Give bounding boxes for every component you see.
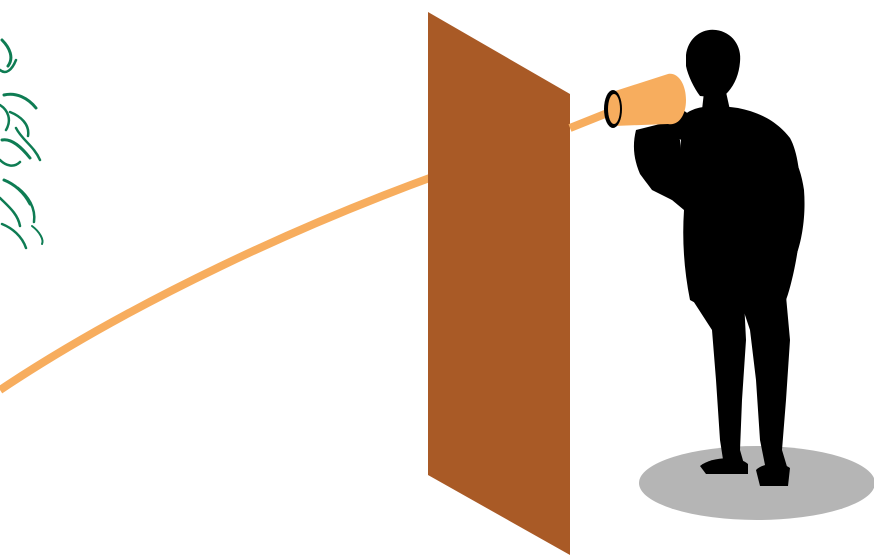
pine-branch-icon xyxy=(0,40,43,248)
tin-can-telephone-icon xyxy=(604,74,686,128)
wall-panel-icon xyxy=(428,12,570,555)
ground-shadow xyxy=(639,446,874,520)
string-left xyxy=(0,154,498,390)
